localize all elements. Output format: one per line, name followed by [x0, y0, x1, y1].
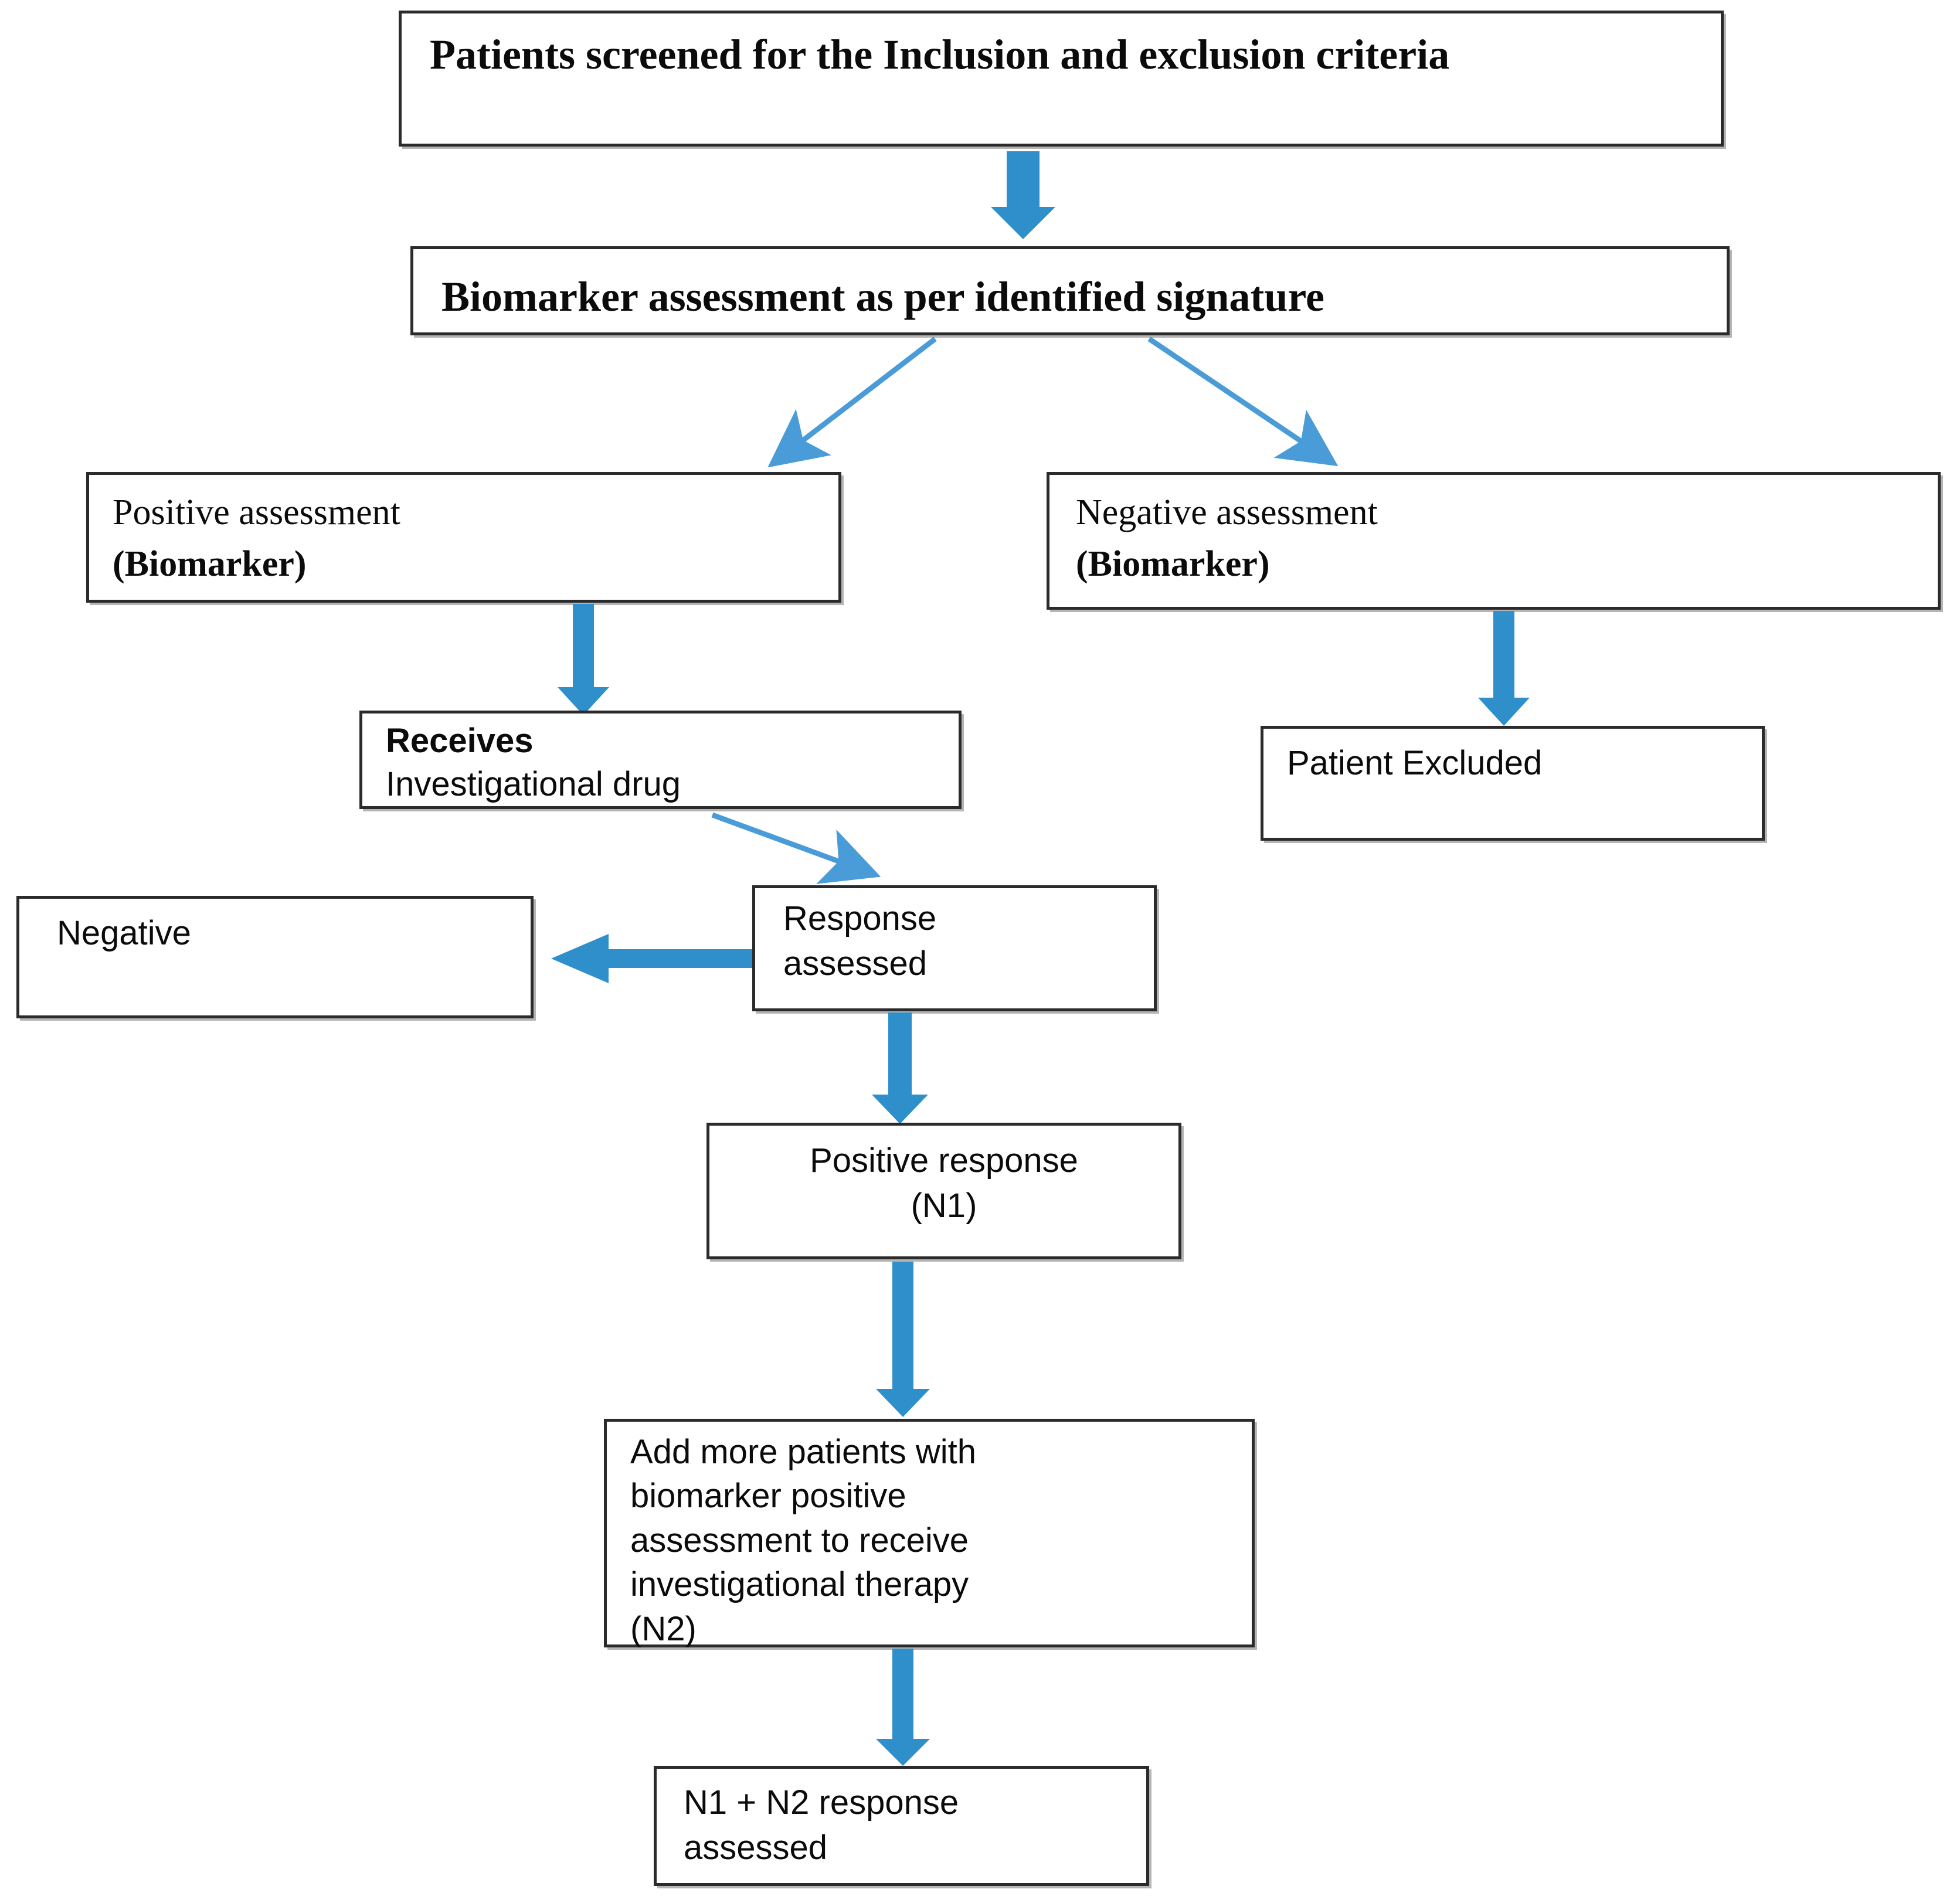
- add-more-patients-line4: investigational therapy: [630, 1565, 969, 1604]
- arrow-positive-response-to-add-patients: [871, 1262, 935, 1417]
- add-more-patients-line5: (N2): [630, 1609, 697, 1648]
- positive-assessment-word-positive: Positive assessment: [113, 492, 400, 532]
- edge-biomarker-to-negative: [1147, 337, 1339, 467]
- positive-response-line2: (N1): [911, 1186, 977, 1225]
- node-final-response[interactable]: N1 + N2 response assessed: [654, 1766, 1149, 1886]
- edge-receives-to-response: [711, 812, 881, 884]
- node-final-response-text: N1 + N2 response assessed: [684, 1781, 1138, 1870]
- node-receives-drug[interactable]: Receives Investigational drug: [359, 711, 962, 809]
- arrow-response-to-positive-response: [868, 1012, 932, 1124]
- node-biomarker-assessment-text: Biomarker assessment as per identified s…: [441, 273, 1324, 320]
- node-patients-screened[interactable]: Patients screened for the Inclusion and …: [399, 11, 1724, 147]
- add-more-patients-line2: biomarker positive: [630, 1477, 906, 1516]
- receives-drug-word-receives: Receives: [386, 722, 534, 760]
- node-receives-drug-text: Receives Investigational drug: [386, 719, 950, 806]
- arrow-screened-to-biomarker: [991, 151, 1055, 239]
- node-negative-assessment[interactable]: Negative assessment (Biomarker): [1047, 472, 1941, 610]
- node-positive-assessment[interactable]: Positive assessment (Biomarker): [86, 472, 841, 603]
- response-assessed-line2: assessed: [783, 944, 928, 983]
- node-negative-outcome-text: Negative: [57, 914, 191, 952]
- arrow-negative-to-excluded: [1477, 611, 1530, 726]
- receives-drug-word-investigational: Investigational drug: [386, 765, 681, 804]
- node-patients-screened-text: Patients screened for the Inclusion and …: [430, 31, 1450, 78]
- response-assessed-line1: Response: [783, 899, 937, 937]
- node-patient-excluded-text: Patient Excluded: [1287, 744, 1543, 782]
- node-positive-response[interactable]: Positive response (N1): [706, 1123, 1181, 1259]
- node-add-more-patients-text: Add more patients with biomarker positiv…: [630, 1430, 1244, 1651]
- positive-assessment-biomarker: (Biomarker): [113, 544, 307, 585]
- node-biomarker-assessment[interactable]: Biomarker assessment as per identified s…: [410, 246, 1730, 335]
- node-negative-assessment-text: Negative assessment (Biomarker): [1076, 487, 1930, 590]
- node-response-assessed[interactable]: Response assessed: [752, 885, 1157, 1011]
- add-more-patients-line3: assessment to receive: [630, 1521, 969, 1559]
- arrow-add-patients-to-final: [871, 1649, 935, 1766]
- node-positive-assessment-text: Positive assessment (Biomarker): [113, 487, 830, 590]
- node-patient-excluded[interactable]: Patient Excluded: [1261, 726, 1765, 841]
- node-response-assessed-text: Response assessed: [783, 896, 1146, 986]
- arrow-response-to-negative: [551, 932, 753, 985]
- final-response-line1: N1 + N2 response: [684, 1783, 959, 1822]
- arrow-positive-to-receives: [557, 604, 610, 715]
- node-add-more-patients[interactable]: Add more patients with biomarker positiv…: [604, 1419, 1255, 1648]
- final-response-line2: assessed: [684, 1828, 828, 1867]
- node-positive-response-text: Positive response (N1): [709, 1139, 1178, 1228]
- add-more-patients-line1: Add more patients with: [630, 1433, 976, 1471]
- positive-response-line1: Positive response: [810, 1141, 1078, 1180]
- negative-assessment-biomarker: (Biomarker): [1076, 544, 1270, 585]
- node-negative-outcome[interactable]: Negative: [16, 896, 534, 1018]
- negative-assessment-word-negative: Negative assessment: [1076, 492, 1378, 532]
- edge-biomarker-to-positive: [767, 337, 937, 468]
